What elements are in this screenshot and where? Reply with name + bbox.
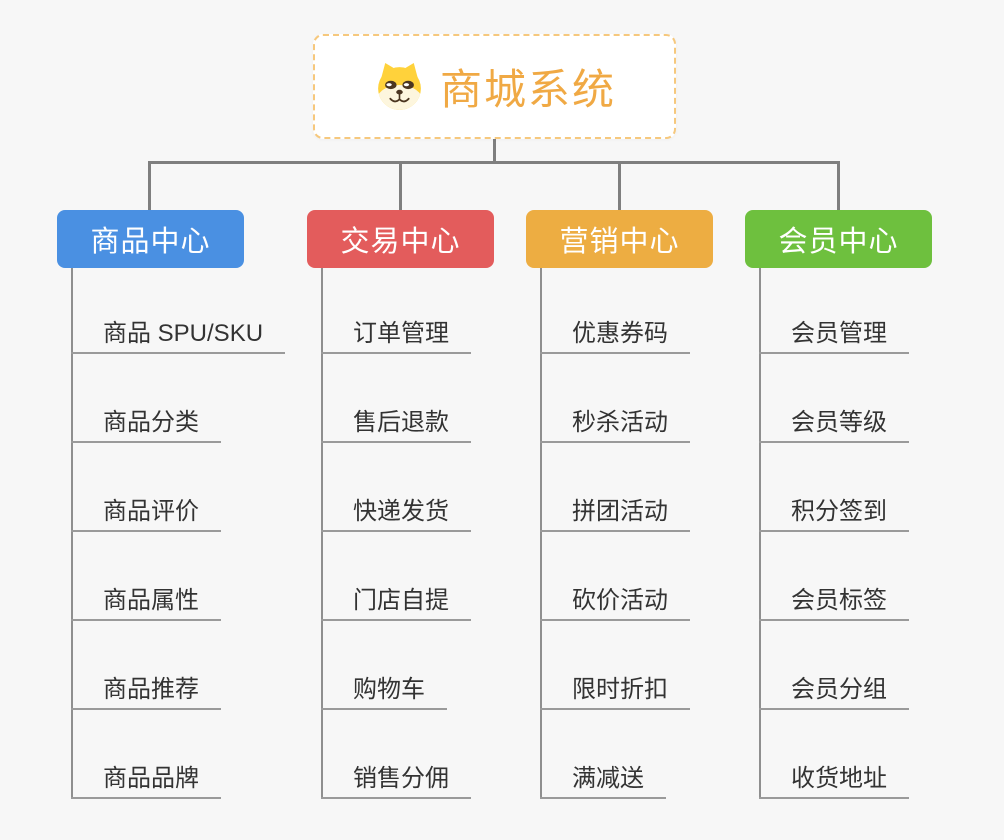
leaf-label: 会员分组	[759, 669, 909, 710]
leaf-label: 快递发货	[321, 491, 471, 532]
branch-child-line	[321, 268, 323, 799]
leaf-node[interactable]: 商品评价	[71, 443, 285, 532]
leaf-label: 商品推荐	[71, 669, 221, 710]
leaf-node[interactable]: 会员等级	[759, 354, 909, 443]
leaf-node[interactable]: 收货地址	[759, 710, 909, 799]
branch-drop-connector	[399, 161, 402, 210]
leaf-label: 会员等级	[759, 402, 909, 443]
leaf-label: 优惠券码	[540, 313, 690, 354]
branch-column-1: 商品中心 商品 SPU/SKU 商品分类商品评价商品属性商品推荐商品品牌	[57, 210, 297, 810]
leaf-node[interactable]: 会员分组	[759, 621, 909, 710]
leaf-label: 会员管理	[759, 313, 909, 354]
leaf-node[interactable]: 商品 SPU/SKU	[71, 265, 286, 354]
branch-children: 会员管理会员等级积分签到会员标签会员分组收货地址	[759, 265, 909, 799]
branch-child-line	[759, 268, 761, 799]
leaf-label: 收货地址	[759, 758, 909, 799]
branch-child-line	[71, 268, 73, 799]
root-title: 商城系统	[439, 66, 616, 113]
leaf-node[interactable]: 销售分佣	[321, 710, 471, 799]
leaf-node[interactable]: 会员管理	[759, 265, 909, 354]
leaf-node[interactable]: 拼团活动	[540, 443, 690, 532]
leaf-label: 积分签到	[759, 491, 909, 532]
leaf-label: 售后退款	[321, 402, 471, 443]
leaf-node[interactable]: 会员标签	[759, 532, 909, 621]
branch-node[interactable]: 商品中心	[57, 210, 244, 268]
leaf-label: 门店自提	[321, 580, 471, 621]
leaf-node[interactable]: 限时折扣	[540, 621, 690, 710]
leaf-node[interactable]: 门店自提	[321, 532, 471, 621]
leaf-label: 秒杀活动	[540, 402, 690, 443]
leaf-label: 拼团活动	[540, 491, 690, 532]
branch-node[interactable]: 交易中心	[307, 210, 494, 268]
leaf-node[interactable]: 优惠券码	[540, 265, 690, 354]
branch-bus-connector	[148, 161, 839, 164]
leaf-label: 订单管理	[321, 313, 471, 354]
leaf-node[interactable]: 商品品牌	[71, 710, 285, 799]
leaf-label: 满减送	[540, 758, 666, 799]
leaf-label: 购物车	[321, 669, 447, 710]
leaf-node[interactable]: 商品推荐	[71, 621, 285, 710]
leaf-node[interactable]: 砍价活动	[540, 532, 690, 621]
leaf-node[interactable]: 商品属性	[71, 532, 285, 621]
branch-children: 订单管理售后退款快递发货门店自提购物车销售分佣	[321, 265, 471, 799]
branch-children: 优惠券码秒杀活动拼团活动砍价活动限时折扣满减送	[540, 265, 690, 799]
leaf-label: 商品评价	[71, 491, 221, 532]
leaf-label: 会员标签	[759, 580, 909, 621]
leaf-node[interactable]: 商品分类	[71, 354, 285, 443]
leaf-label: 商品属性	[71, 580, 221, 621]
branch-drop-connector	[148, 161, 151, 210]
leaf-label: 商品品牌	[71, 758, 221, 799]
root-connector	[493, 139, 496, 163]
branch-column-2: 交易中心 订单管理售后退款快递发货门店自提购物车销售分佣	[307, 210, 547, 810]
branch-children: 商品 SPU/SKU 商品分类商品评价商品属性商品推荐商品品牌	[71, 265, 286, 799]
branch-column-4: 会员中心 会员管理会员等级积分签到会员标签会员分组收货地址	[745, 210, 985, 810]
leaf-node[interactable]: 订单管理	[321, 265, 471, 354]
leaf-node[interactable]: 秒杀活动	[540, 354, 690, 443]
leaf-label: 限时折扣	[540, 669, 690, 710]
leaf-node[interactable]: 快递发货	[321, 443, 471, 532]
leaf-node[interactable]: 购物车	[321, 621, 471, 710]
branch-column-3: 营销中心 优惠券码秒杀活动拼团活动砍价活动限时折扣满减送	[526, 210, 766, 810]
leaf-label: 商品 SPU/SKU	[71, 313, 286, 354]
branch-child-line	[540, 268, 542, 799]
leaf-label: 销售分佣	[321, 758, 471, 799]
branch-node[interactable]: 会员中心	[745, 210, 932, 268]
leaf-node[interactable]: 满减送	[540, 710, 690, 799]
leaf-node[interactable]: 售后退款	[321, 354, 471, 443]
branch-node[interactable]: 营销中心	[526, 210, 713, 268]
leaf-node[interactable]: 积分签到	[759, 443, 909, 532]
branch-drop-connector	[837, 161, 840, 210]
branch-drop-connector	[618, 161, 621, 210]
dog-face-icon	[378, 63, 421, 110]
leaf-label: 砍价活动	[540, 580, 690, 621]
root-node[interactable]: 商城系统	[313, 34, 676, 139]
leaf-label: 商品分类	[71, 402, 221, 443]
